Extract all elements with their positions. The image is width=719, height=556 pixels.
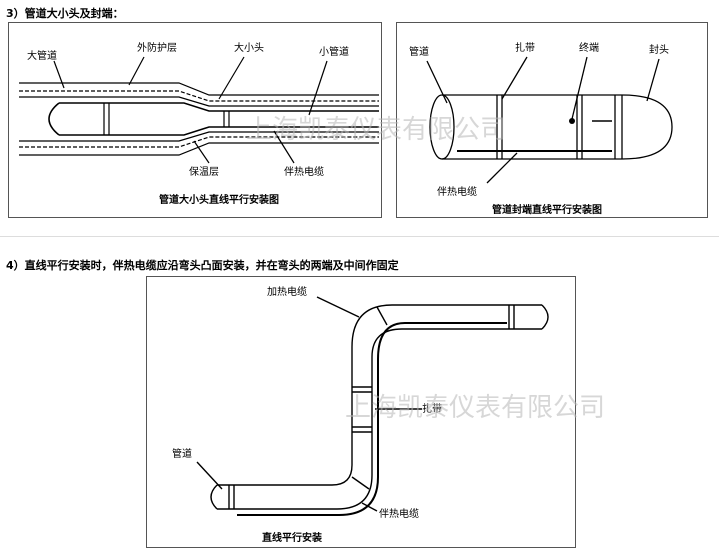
label-small-pipe: 小管道	[319, 45, 349, 58]
label-reducer: 大小头	[234, 41, 264, 54]
label-heat-cable: 伴热电缆	[284, 165, 324, 178]
label-pipe: 管道	[409, 45, 429, 58]
elbow-caption: 直线平行安装	[262, 531, 322, 544]
reducer-caption: 管道大小头直线平行安装图	[159, 193, 279, 206]
label-terminal: 终端	[579, 41, 599, 54]
section3-heading: 3）管道大小头及封端：	[6, 7, 124, 20]
label-end-cap: 封头	[649, 43, 669, 56]
elbow-diagram-frame: 加热电缆 扎带 管道 伴热电缆 直线平行安装	[146, 276, 576, 548]
elbow-diagram: 加热电缆 扎带 管道 伴热电缆 直线平行安装	[172, 285, 549, 544]
endcap-diagram-frame: 管道 扎带 终端 封头 伴热电缆 管道封端直线平行安装图	[396, 22, 708, 218]
label-outer-layer: 外防护层	[137, 41, 177, 54]
reducer-diagram-frame: 大管道 外防护层 大小头 小管道 保温层 伴热电缆 管道大小头直线平行安装图	[8, 22, 382, 218]
label-insulation: 保温层	[189, 165, 219, 178]
section-divider	[0, 236, 719, 237]
label-strap-3: 扎带	[422, 402, 442, 415]
reducer-diagram: 大管道 外防护层 大小头 小管道 保温层 伴热电缆 管道大小头直线平行安装图	[19, 41, 379, 206]
label-pipe-3: 管道	[172, 447, 192, 460]
endcap-diagram: 管道 扎带 终端 封头 伴热电缆 管道封端直线平行安装图	[409, 41, 673, 216]
label-heating-cable: 加热电缆	[267, 285, 307, 298]
label-heat-cable-2: 伴热电缆	[437, 185, 477, 198]
endcap-caption: 管道封端直线平行安装图	[492, 203, 602, 216]
section4-heading: 4）直线平行安装时，伴热电缆应沿弯头凸面安装，并在弯头的两端及中间作固定	[6, 259, 399, 272]
label-strap: 扎带	[515, 41, 535, 54]
label-big-pipe: 大管道	[27, 49, 57, 62]
label-heat-cable-3: 伴热电缆	[379, 507, 419, 520]
